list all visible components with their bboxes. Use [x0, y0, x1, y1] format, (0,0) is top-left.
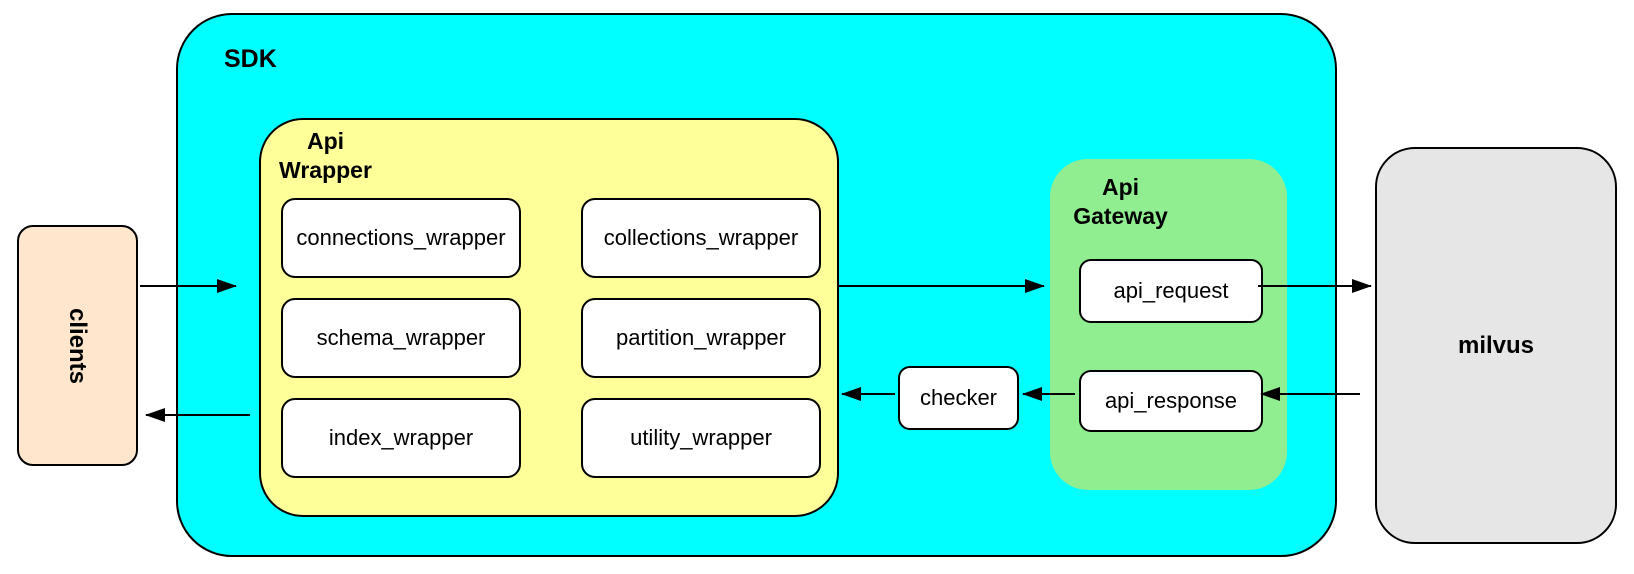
node-partition-wrapper: partition_wrapper — [581, 298, 821, 378]
node-clients: clients — [17, 225, 138, 466]
node-connections-wrapper: connections_wrapper — [281, 198, 521, 278]
node-schema-wrapper: schema_wrapper — [281, 298, 521, 378]
node-clients-label: clients — [64, 307, 92, 384]
container-sdk: SDK Api Wrapper connections_wrapper coll… — [176, 13, 1337, 557]
node-utility-wrapper: utility_wrapper — [581, 398, 821, 478]
node-collections-wrapper: collections_wrapper — [581, 198, 821, 278]
container-sdk-label: SDK — [224, 45, 277, 73]
node-checker: checker — [898, 366, 1019, 430]
node-milvus: milvus — [1375, 147, 1617, 544]
node-api-request: api_request — [1079, 259, 1263, 323]
node-milvus-label: milvus — [1457, 331, 1535, 359]
container-api-wrapper: Api Wrapper connections_wrapper collecti… — [259, 118, 839, 517]
node-index-wrapper: index_wrapper — [281, 398, 521, 478]
container-api-gateway: Api Gateway api_request api_response — [1050, 159, 1287, 490]
container-api-gateway-label: Api Gateway — [1073, 174, 1168, 229]
node-api-response: api_response — [1079, 370, 1263, 432]
wrapper-module-grid: connections_wrapper collections_wrapper … — [281, 198, 821, 478]
container-api-wrapper-label: Api Wrapper — [279, 128, 372, 183]
